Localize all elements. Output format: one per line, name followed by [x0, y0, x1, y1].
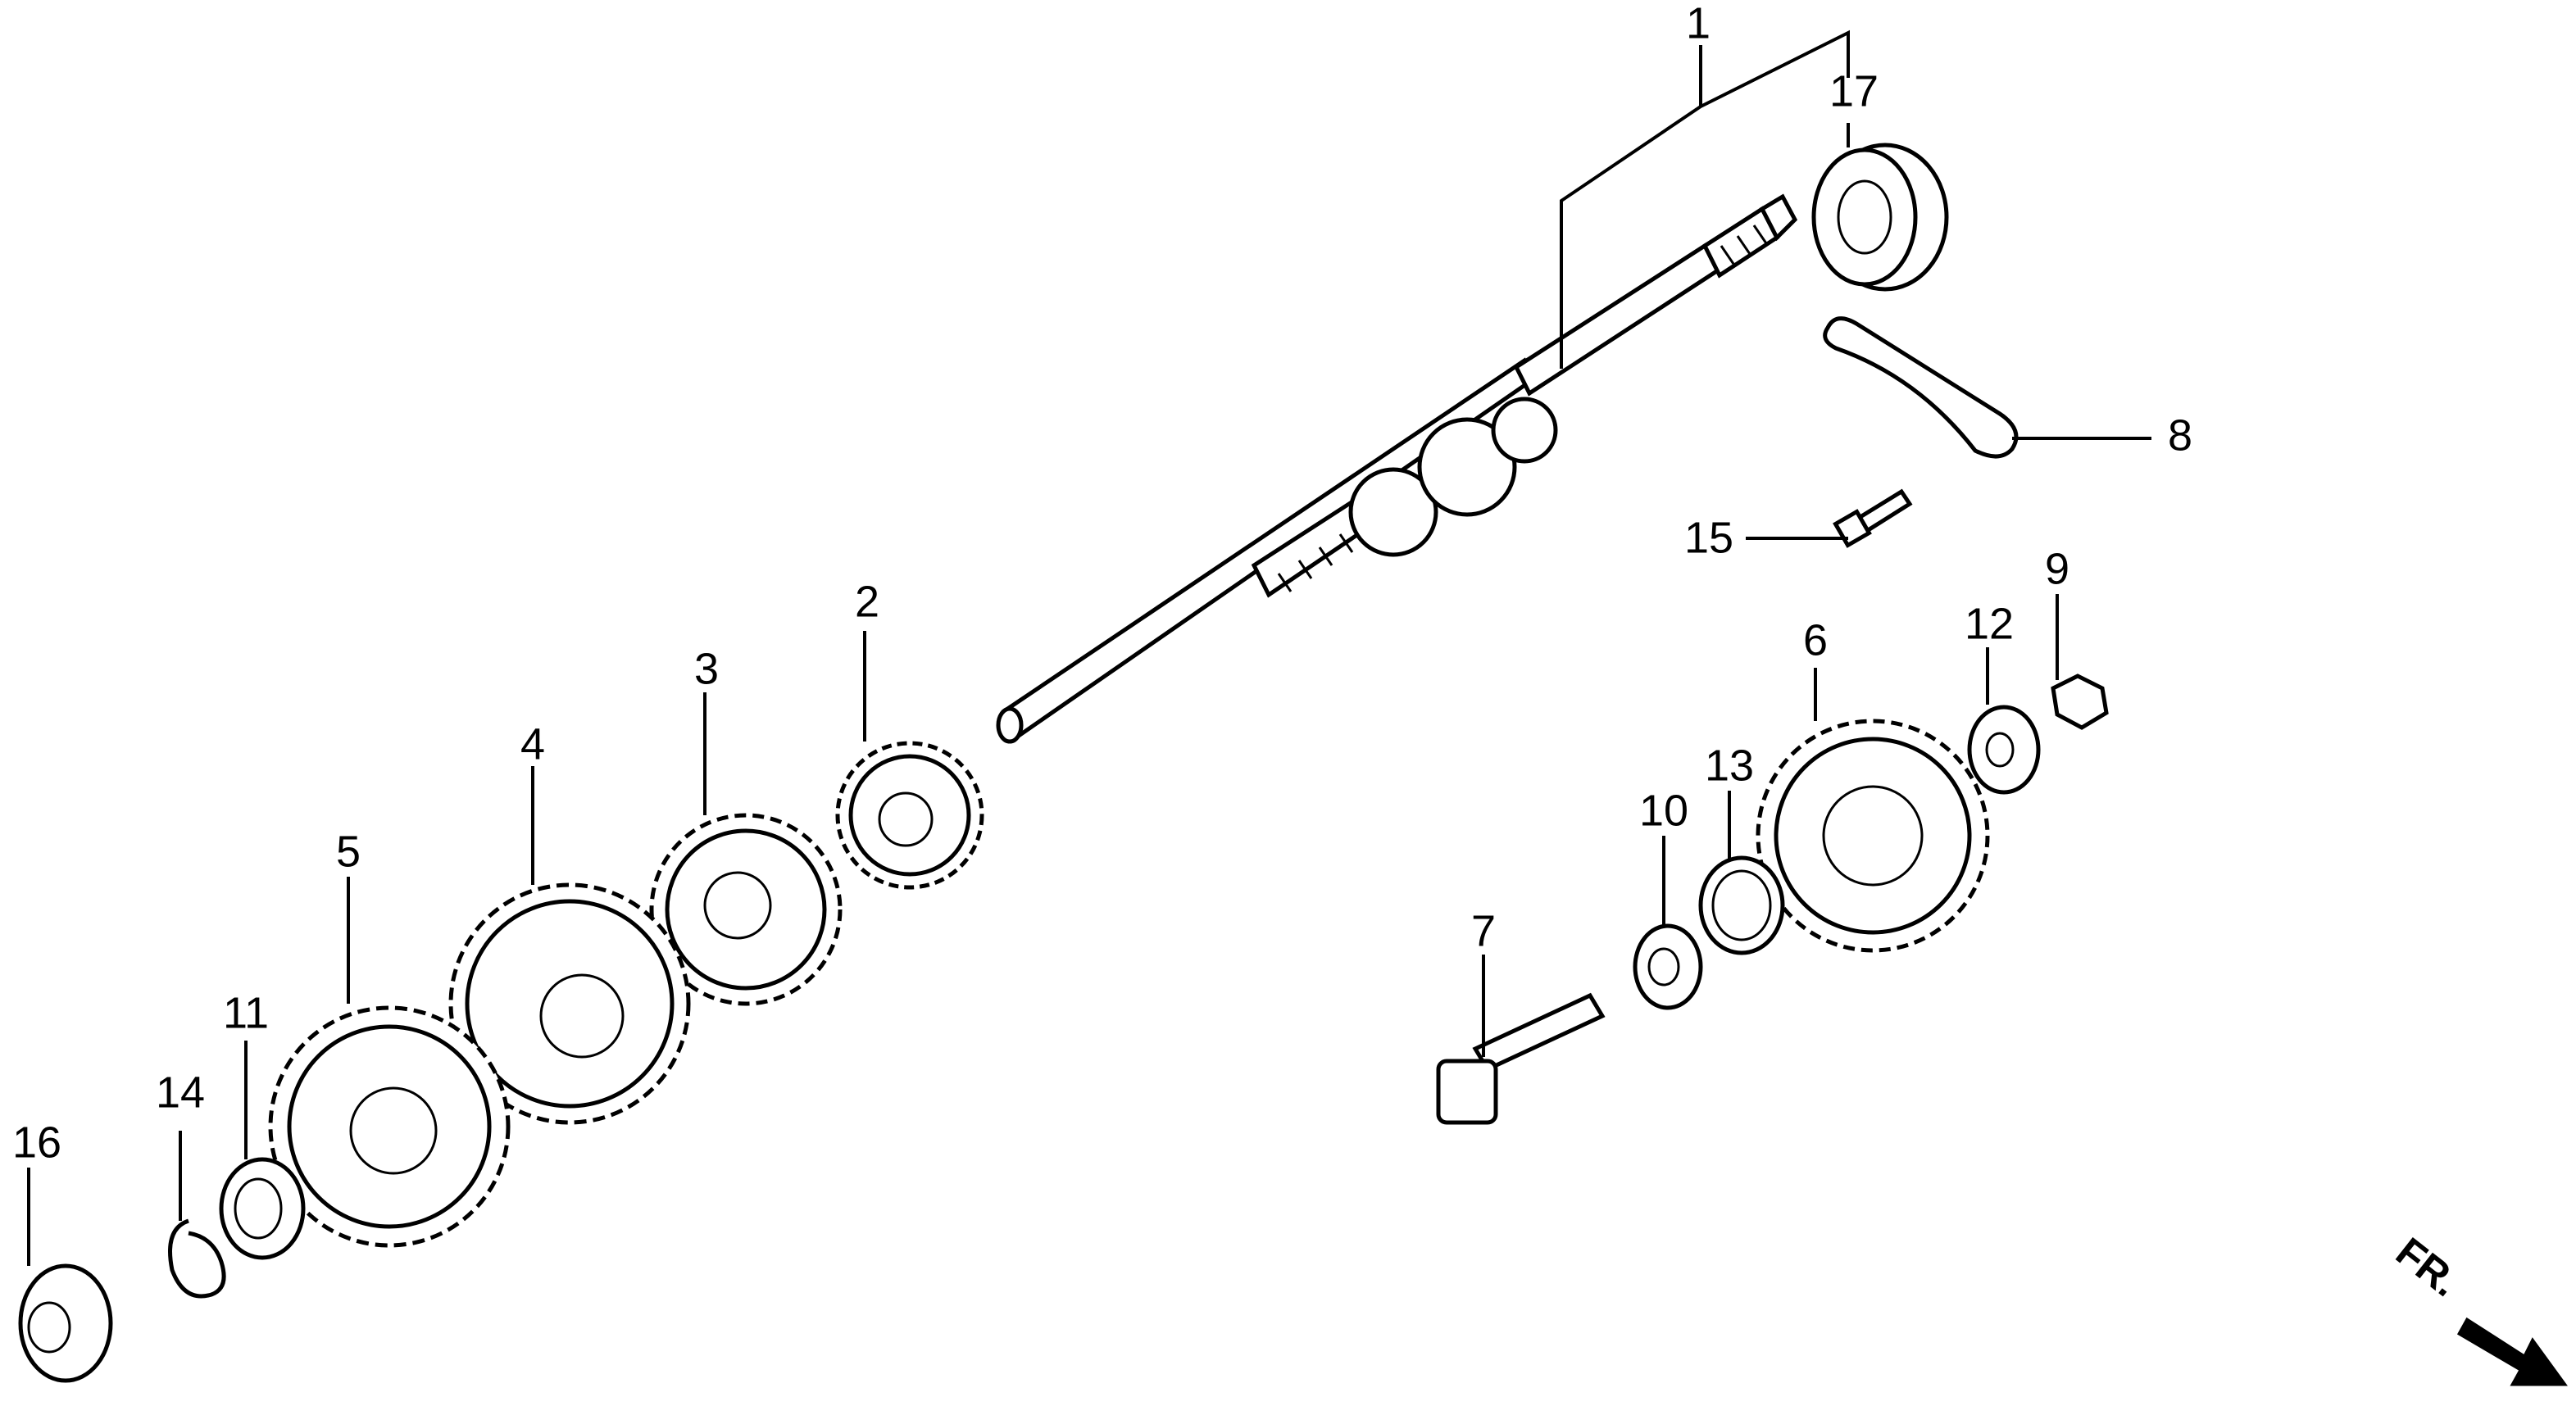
leader-lines: [27, 29, 2151, 1266]
callout-15: 15: [1684, 513, 1733, 562]
bearing-16: [18, 1263, 113, 1383]
callout-7: 7: [1471, 906, 1496, 955]
callout-14: 14: [156, 1068, 205, 1117]
gear-5: [268, 1005, 511, 1248]
callout-6: 6: [1803, 615, 1828, 664]
front-label: FR.: [2387, 1229, 2468, 1306]
callout-3: 3: [694, 644, 719, 693]
callout-1: 1: [1686, 0, 1711, 48]
front-direction-marker: FR.: [2387, 1229, 2568, 1386]
washer-10: [1633, 923, 1703, 1010]
callout-17: 17: [1829, 66, 1879, 116]
callout-labels: 1 2 3 4 5 6 7 8 9 10 11 12 13 14 15 16 1…: [12, 0, 2192, 1167]
callout-16: 16: [12, 1118, 61, 1167]
plate-8: [1823, 316, 2019, 459]
gear-3: [649, 813, 843, 1006]
callout-10: 10: [1639, 786, 1688, 835]
callout-9: 9: [2045, 544, 2069, 593]
gear-4: [448, 882, 691, 1125]
callout-8: 8: [2168, 410, 2192, 460]
gear-2: [835, 741, 984, 890]
callout-2: 2: [855, 577, 879, 626]
arrow-down-right-icon: [2456, 1317, 2568, 1386]
circlip-14: [168, 1218, 226, 1299]
gear-6: [1756, 719, 1990, 953]
callout-13: 13: [1705, 741, 1754, 790]
callout-12: 12: [1965, 599, 2014, 648]
callout-5: 5: [336, 827, 361, 876]
callout-11: 11: [223, 988, 269, 1037]
main-shaft: [996, 193, 1798, 744]
callout-4: 4: [520, 719, 545, 769]
bearing-17: [1811, 143, 1949, 292]
pin-7: [1436, 992, 1606, 1125]
needle-bearing-13: [1698, 855, 1785, 955]
washer-11: [219, 1157, 306, 1260]
nut-9: [2051, 674, 2109, 730]
washer-12: [1967, 705, 2041, 795]
